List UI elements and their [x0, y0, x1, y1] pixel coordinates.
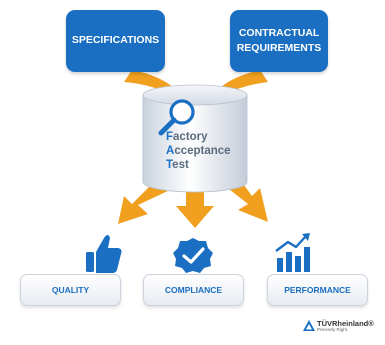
contractual-label-line2: REQUIREMENTS	[236, 42, 322, 54]
compliance-label: COMPLIANCE	[164, 285, 223, 295]
quality-box: QUALITY	[20, 274, 121, 306]
tuv-triangle-icon	[303, 320, 315, 331]
fat-line-3: Test	[166, 159, 189, 172]
contractual-requirements-box: CONTRACTUAL REQUIREMENTS	[230, 10, 328, 72]
arrow-to-compliance	[176, 186, 214, 228]
arrow-from-contractual	[194, 70, 268, 122]
arrow-from-specifications	[124, 70, 202, 122]
fat-line-2: Acceptance	[166, 145, 231, 158]
quality-label: QUALITY	[51, 285, 90, 295]
input-arrows	[124, 70, 268, 122]
magnifier-icon	[158, 99, 195, 136]
compliance-box: COMPLIANCE	[143, 274, 244, 306]
performance-box: PERFORMANCE	[267, 274, 368, 306]
brand-tagline: Precisely Right.	[317, 326, 349, 332]
brand-logo: TÜVRheinland® Precisely Right.	[317, 320, 374, 332]
contractual-requirements-label: CONTRACTUAL REQUIREMENTS	[234, 26, 324, 56]
thumbs-up-icon	[86, 235, 122, 273]
specifications-box: SPECIFICATIONS	[66, 10, 165, 72]
check-badge-icon	[173, 238, 213, 273]
fat-label: Factory Acceptance Test	[166, 130, 231, 172]
bar-chart-icon	[275, 233, 310, 272]
brand-name: TÜVRheinland®	[317, 319, 374, 328]
specifications-label: SPECIFICATIONS	[71, 34, 160, 47]
performance-label: PERFORMANCE	[284, 285, 351, 295]
arrow-to-quality	[118, 178, 170, 224]
contractual-label-line1: CONTRACTUAL	[238, 26, 320, 39]
fat-cylinder	[142, 84, 248, 193]
fat-line-1: Factory	[166, 131, 208, 143]
